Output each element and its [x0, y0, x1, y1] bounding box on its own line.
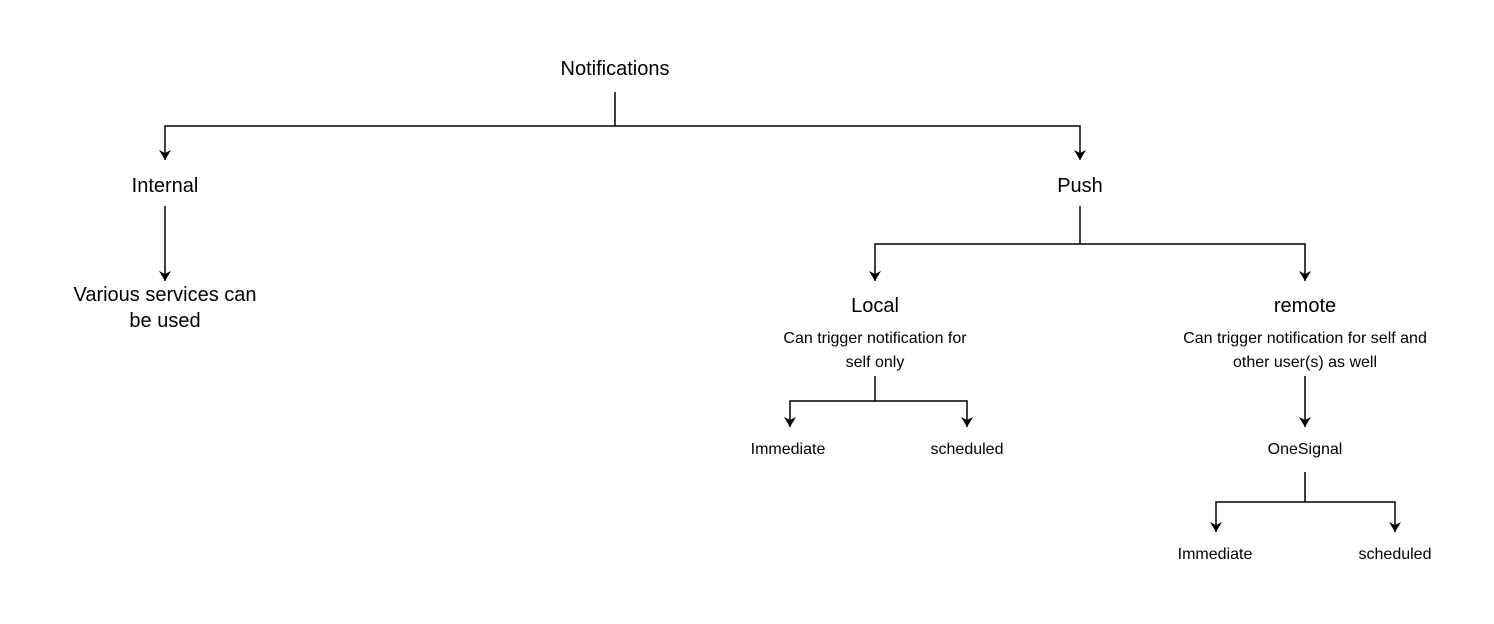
node-internal: Internal: [131, 175, 199, 197]
node-local-immediate: Immediate: [750, 441, 826, 458]
node-remote-scheduled: scheduled: [1358, 546, 1432, 563]
edge-notifications-internal: [159, 125, 615, 160]
node-remote-immediate: Immediate: [1177, 546, 1253, 563]
node-local: Local: [851, 295, 899, 317]
remote-description: Can trigger notification for self and ot…: [1135, 327, 1475, 375]
node-remote: remote: [1273, 295, 1337, 317]
edge-local-immediate: [784, 400, 875, 427]
local-description-line-2: self only: [845, 354, 905, 371]
node-notifications: Notifications: [560, 58, 670, 80]
edge-notifications-push: [615, 125, 1086, 160]
node-onesignal: OneSignal: [1267, 441, 1343, 458]
edge-onesignal-immediate: [1210, 501, 1305, 532]
edge-push-remote: [1080, 243, 1311, 281]
local-description: Can trigger notification for self only: [735, 327, 1015, 375]
various-services-line-1: Various services can: [73, 284, 257, 306]
remote-description-line-2: other user(s) as well: [1232, 354, 1378, 371]
various-services-line-2: be used: [129, 310, 201, 332]
edge-push-local: [869, 243, 1080, 281]
remote-description-line-1: Can trigger notification for self and: [1183, 330, 1427, 347]
node-various-services: Various services can be used: [25, 282, 305, 334]
node-local-scheduled: scheduled: [930, 441, 1004, 458]
local-description-line-1: Can trigger notification for: [783, 330, 967, 347]
node-push: Push: [1057, 175, 1103, 197]
edge-local-scheduled: [875, 400, 973, 427]
edge-onesignal-scheduled: [1305, 501, 1401, 532]
